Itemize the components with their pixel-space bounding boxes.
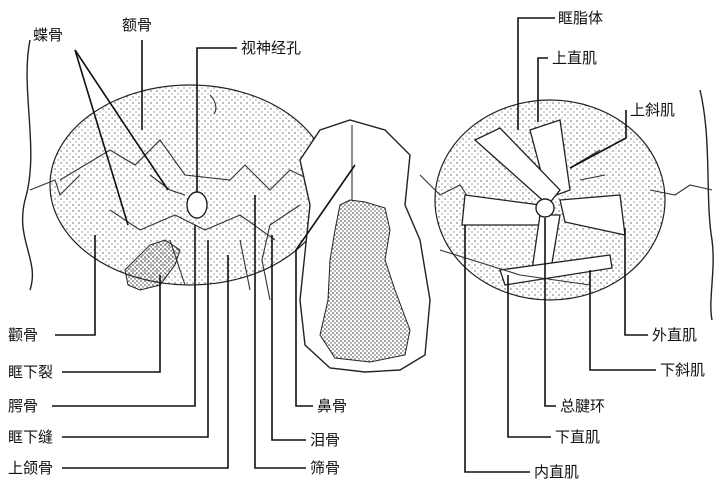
label-maxilla: 上颌骨 (8, 459, 53, 477)
label-inferior-orbital-fissure: 眶下裂 (8, 363, 53, 381)
label-medial-rectus: 内直肌 (534, 463, 579, 481)
label-lacrimal: 泪骨 (310, 431, 340, 449)
label-inferior-rectus: 下直肌 (555, 428, 600, 446)
label-superior-oblique: 上斜肌 (630, 101, 675, 119)
label-infraorbital-suture: 眶下缝 (8, 428, 53, 446)
label-superior-rectus: 上直肌 (552, 49, 597, 67)
label-palatine: 腭骨 (8, 397, 38, 415)
label-frontal: 额骨 (122, 16, 152, 34)
label-orbital-fat: 眶脂体 (558, 9, 603, 27)
common-tendinous-ring-shape (536, 199, 554, 217)
label-optic-canal: 视神经孔 (241, 39, 301, 57)
right-orbit (420, 100, 665, 300)
left-orbit (50, 85, 330, 290)
label-lateral-rectus: 外直肌 (652, 326, 697, 344)
label-sphenoid: 蝶骨 (33, 26, 63, 44)
label-inferior-oblique: 下斜肌 (660, 361, 705, 379)
label-nasal: 鼻骨 (317, 397, 347, 415)
label-zygomatic: 颧骨 (8, 326, 38, 344)
label-ethmoid: 筛骨 (310, 459, 340, 477)
optic-canal-shape (187, 192, 207, 218)
label-common-tendinous-ring: 总腱环 (560, 397, 605, 415)
